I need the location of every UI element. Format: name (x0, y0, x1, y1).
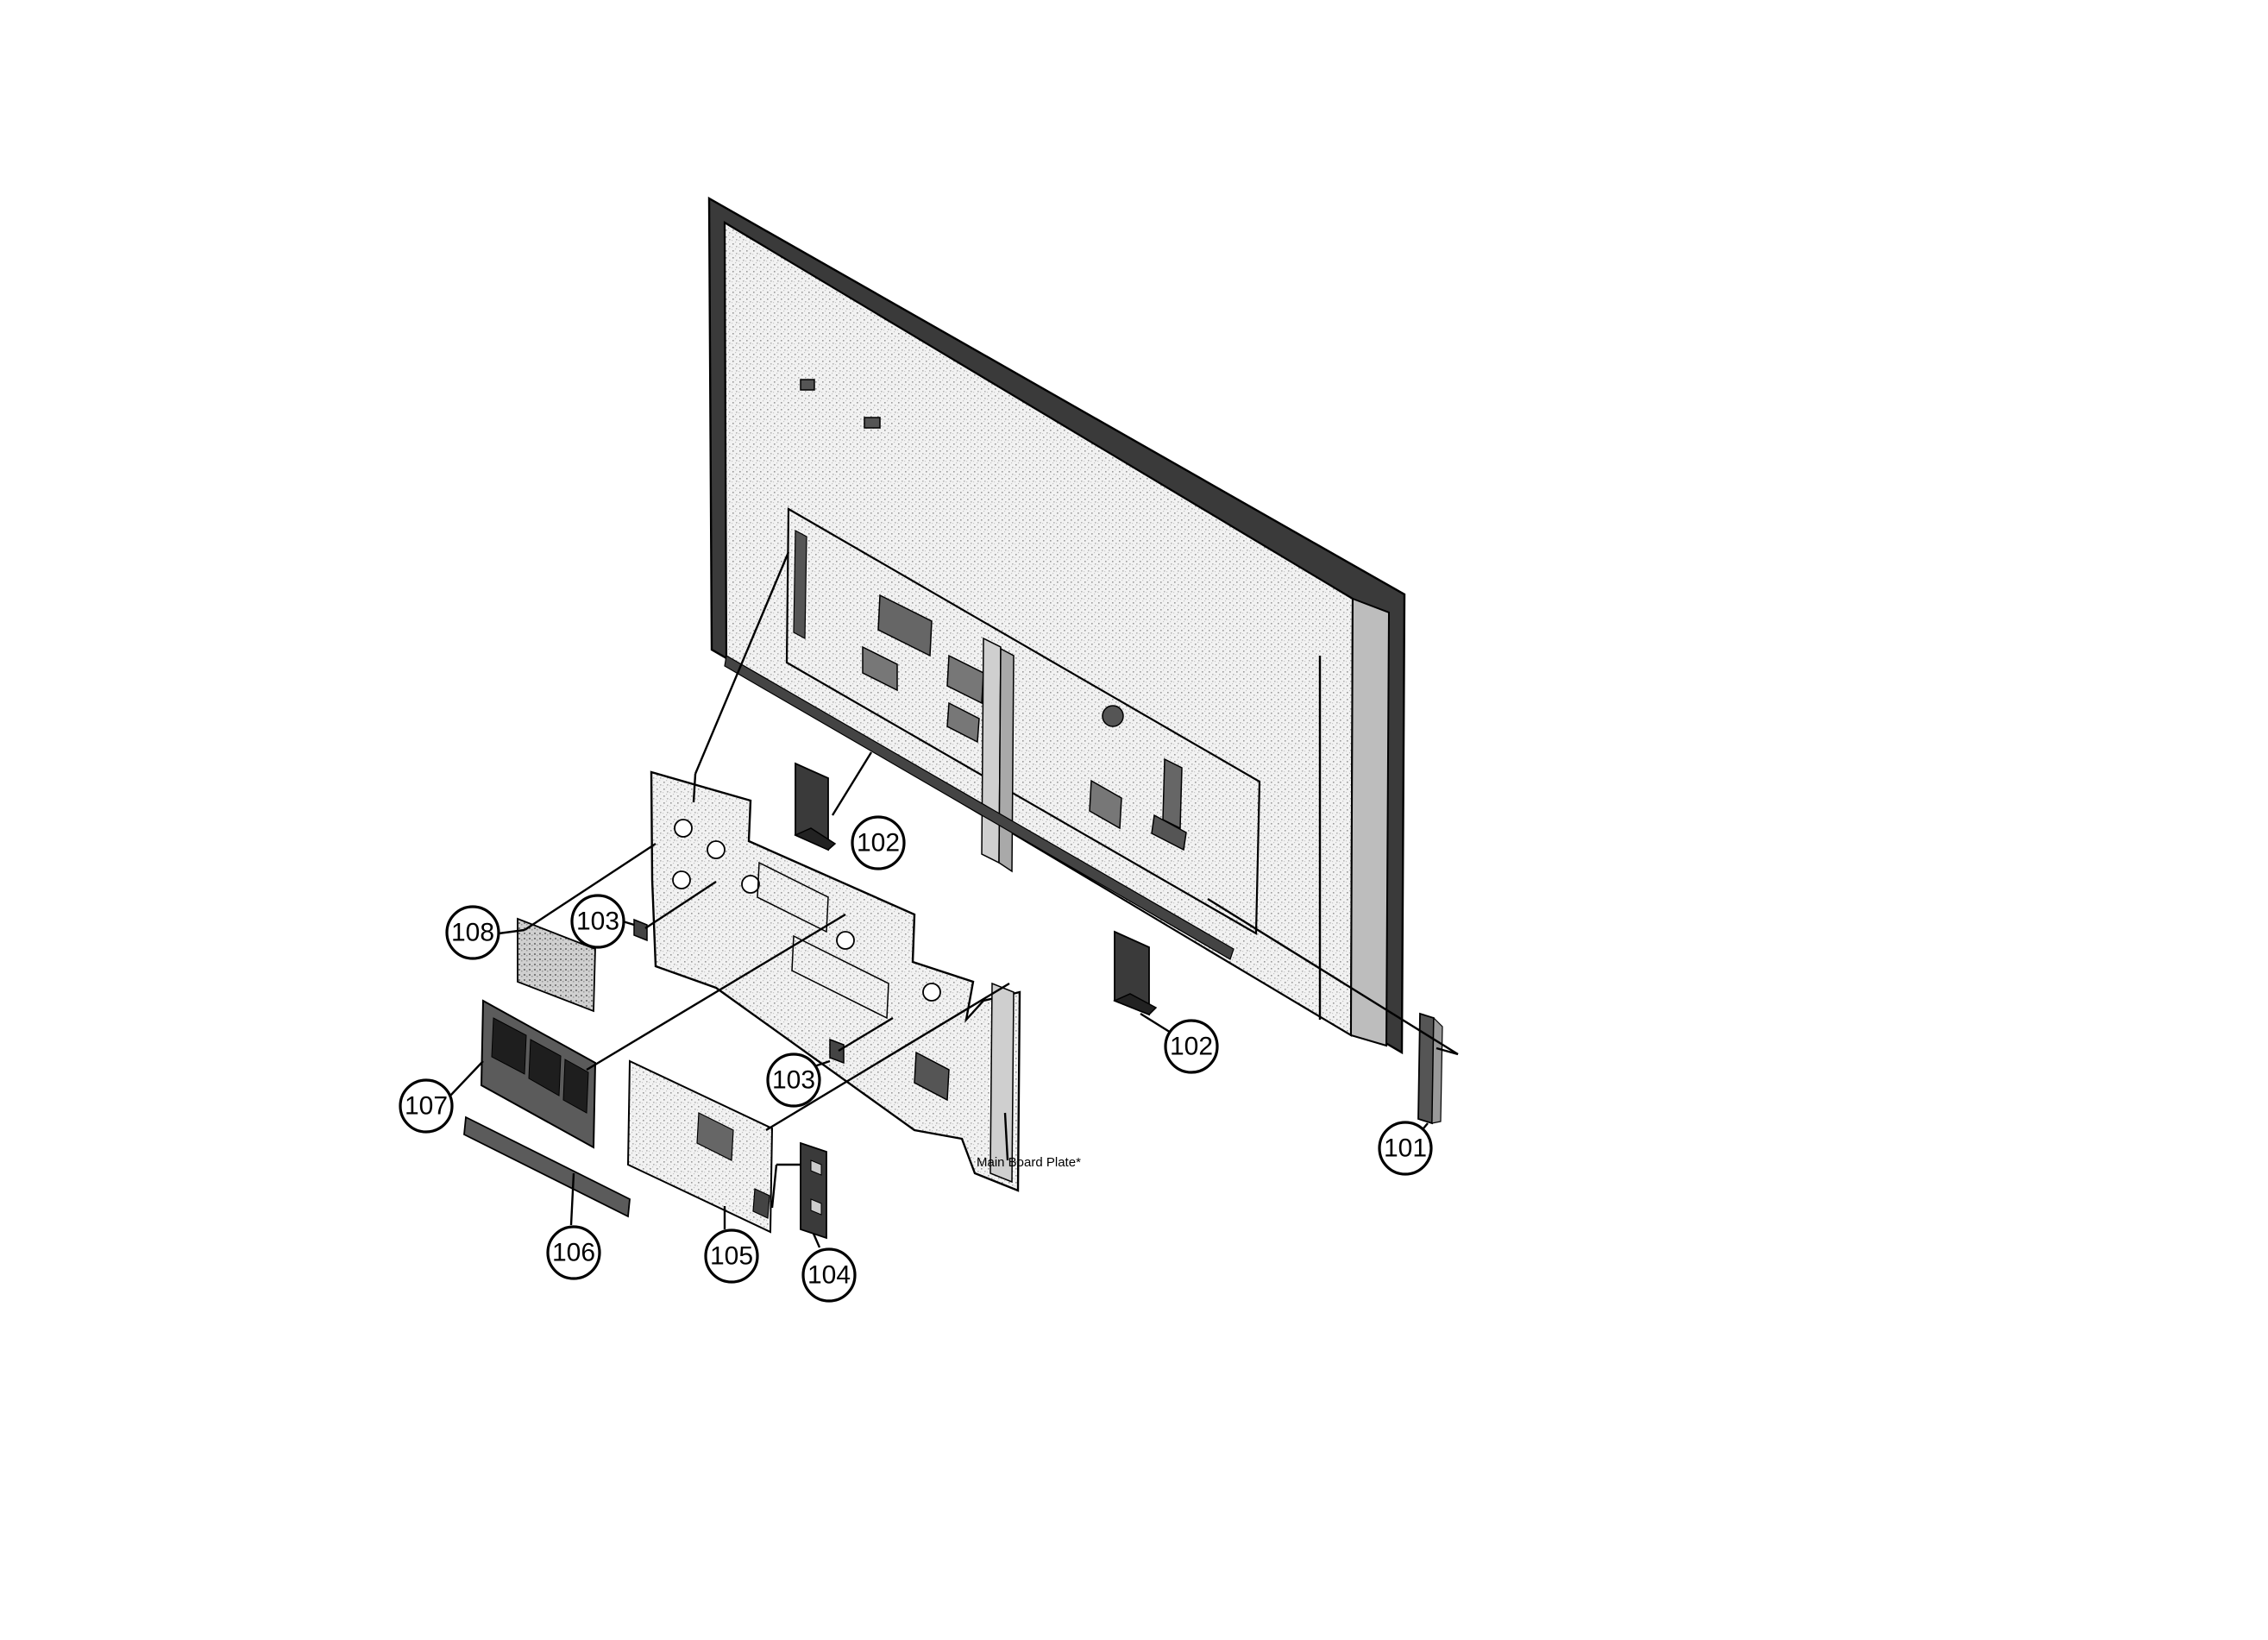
callout-105: 105 (704, 1228, 759, 1284)
part-107 (449, 913, 846, 1149)
plate-mount-leader (694, 551, 790, 775)
main-board-plate-label: Main Board Plate* (977, 1155, 1081, 1170)
part-102-upper (794, 751, 873, 851)
part-105 (626, 982, 1010, 1234)
callout-103-upper: 103 (570, 894, 625, 949)
svg-text:103: 103 (772, 1066, 815, 1095)
callout-101: 101 (1378, 1121, 1433, 1176)
rear-chassis-board (724, 507, 1261, 960)
svg-text:104: 104 (807, 1261, 851, 1290)
svg-text:102: 102 (1170, 1033, 1213, 1061)
part-108 (498, 842, 657, 1013)
callout-107: 107 (399, 1078, 454, 1134)
part-106 (463, 1115, 631, 1226)
svg-text:105: 105 (710, 1242, 753, 1271)
callout-102-upper: 102 (851, 815, 906, 870)
part-101 (1207, 897, 1459, 1140)
part-103-lower (814, 1016, 894, 1068)
svg-text:102: 102 (857, 829, 900, 858)
callout-103-lower: 103 (766, 1052, 821, 1108)
svg-text:108: 108 (451, 919, 494, 947)
svg-text:106: 106 (552, 1239, 595, 1267)
main-board-plate-leader (1003, 1112, 1009, 1161)
callout-104: 104 (801, 1247, 857, 1303)
callout-102-lower: 102 (1164, 1019, 1219, 1074)
part-104 (770, 1141, 827, 1248)
svg-text:103: 103 (576, 908, 619, 936)
part-102-lower (1113, 930, 1176, 1037)
svg-text:107: 107 (405, 1092, 448, 1121)
callout-106: 106 (546, 1225, 601, 1280)
callout-108: 108 (445, 905, 500, 960)
svg-text:101: 101 (1384, 1134, 1427, 1163)
main-board-plate (650, 770, 1021, 1192)
